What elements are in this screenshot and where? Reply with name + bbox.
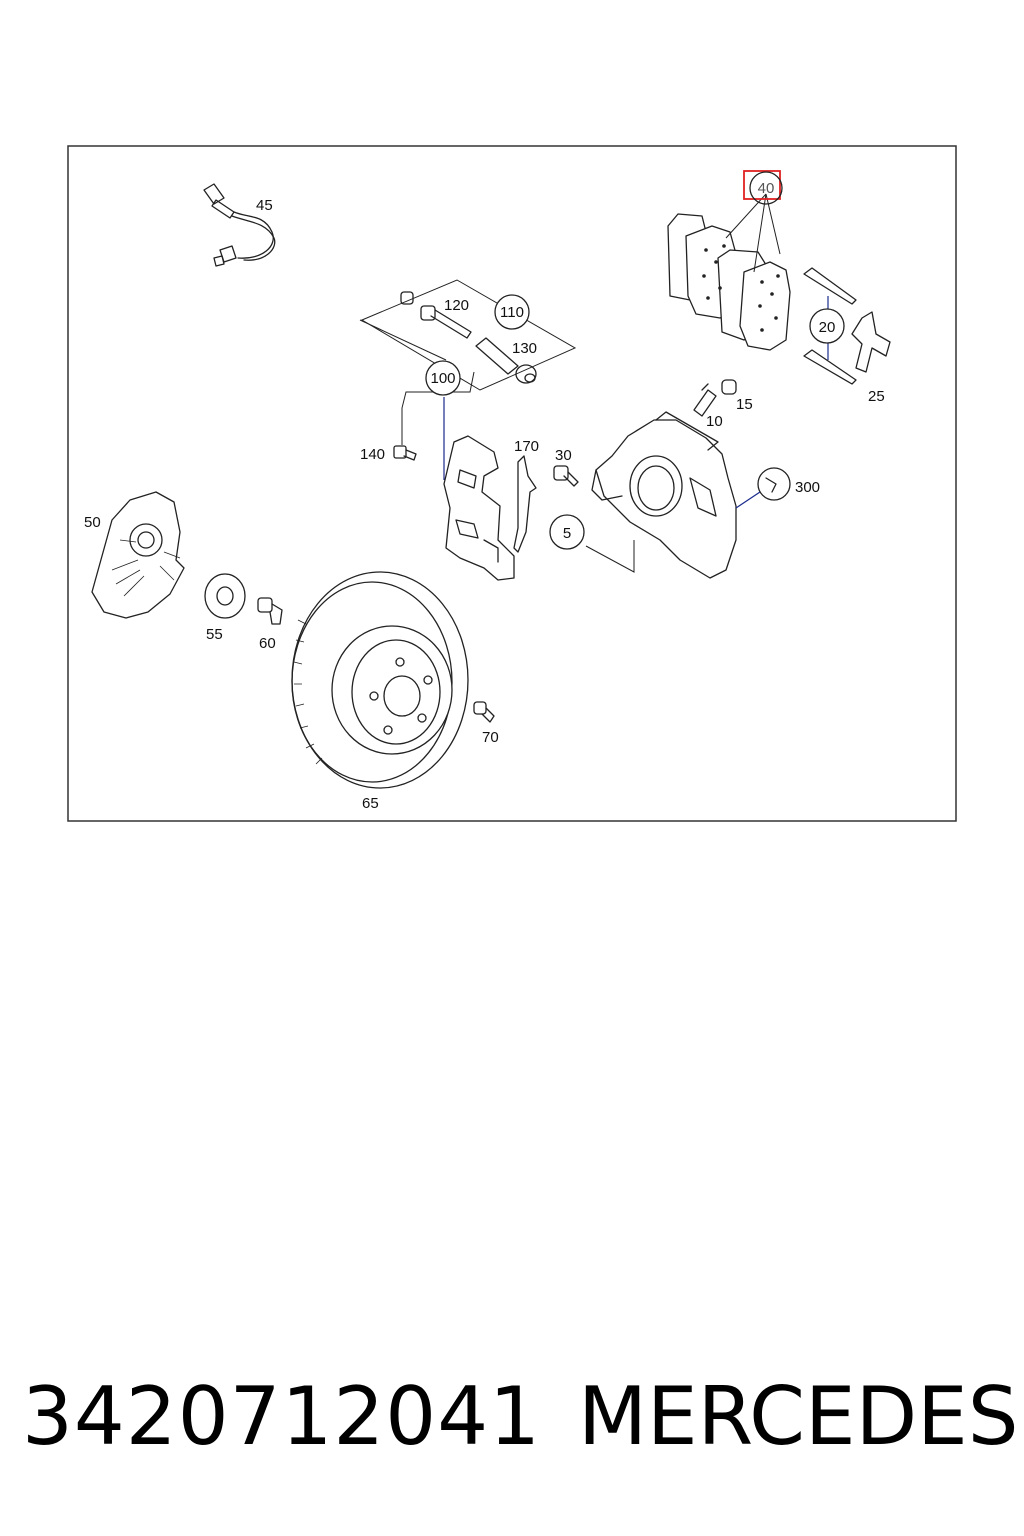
callout-15[interactable]: 15 bbox=[736, 396, 753, 413]
callout-50[interactable]: 50 bbox=[84, 514, 101, 531]
diagram-frame bbox=[67, 145, 957, 822]
part-130-sleeve[interactable] bbox=[475, 337, 537, 384]
highlight-box bbox=[743, 170, 781, 200]
callout-65[interactable]: 65 bbox=[362, 795, 379, 812]
part-300-tool[interactable] bbox=[757, 467, 791, 501]
part-number: 3420712041 bbox=[22, 1370, 541, 1463]
part-10-bleeder[interactable] bbox=[693, 383, 717, 417]
part-60-bolt[interactable] bbox=[257, 597, 283, 625]
part-170-spring[interactable] bbox=[513, 455, 537, 553]
part-50-splash-shield[interactable] bbox=[91, 491, 185, 619]
part-20-pins[interactable] bbox=[803, 267, 857, 385]
part-55-washer[interactable] bbox=[204, 573, 246, 619]
callout-5-circle[interactable] bbox=[549, 514, 585, 550]
callout-25[interactable]: 25 bbox=[868, 388, 885, 405]
callout-170[interactable]: 170 bbox=[514, 438, 539, 455]
callout-140[interactable]: 140 bbox=[360, 446, 385, 463]
part-30-bolt[interactable] bbox=[553, 465, 579, 487]
callout-5[interactable]: 5 bbox=[563, 525, 571, 542]
callout-120[interactable]: 120 bbox=[444, 297, 469, 314]
callout-110-circle[interactable] bbox=[494, 294, 530, 330]
part-25-spring-clip[interactable] bbox=[851, 311, 891, 373]
part-40-brake-pads[interactable] bbox=[667, 213, 791, 351]
callout-100-circle[interactable] bbox=[425, 360, 461, 396]
part-140-bolt[interactable] bbox=[393, 445, 417, 461]
part-70-screw[interactable] bbox=[473, 701, 495, 723]
callout-300[interactable]: 300 bbox=[795, 479, 820, 496]
brand-name: MERCEDES bbox=[578, 1370, 1019, 1463]
part-caliper-bracket[interactable] bbox=[443, 435, 515, 581]
callout-30[interactable]: 30 bbox=[555, 447, 572, 464]
part-65-brake-disc[interactable] bbox=[291, 571, 469, 789]
callout-55[interactable]: 55 bbox=[206, 626, 223, 643]
callout-130[interactable]: 130 bbox=[512, 340, 537, 357]
callout-60[interactable]: 60 bbox=[259, 635, 276, 652]
caption: 3420712041 MERCEDES bbox=[0, 1362, 1024, 1472]
callout-110[interactable]: 110 bbox=[500, 304, 524, 321]
part-120-guide-bolt[interactable] bbox=[400, 291, 472, 339]
callout-40[interactable]: 40 bbox=[758, 180, 775, 197]
callout-100[interactable]: 100 bbox=[430, 370, 455, 387]
callout-20[interactable]: 20 bbox=[819, 319, 836, 336]
callout-45[interactable]: 45 bbox=[256, 197, 273, 214]
callout-10[interactable]: 10 bbox=[706, 413, 723, 430]
part-15-cap[interactable] bbox=[721, 379, 737, 395]
part-45-wear-sensor[interactable] bbox=[203, 183, 276, 267]
part-caliper-housing[interactable] bbox=[591, 411, 737, 579]
callout-20-circle[interactable] bbox=[809, 308, 845, 344]
callout-70[interactable]: 70 bbox=[482, 729, 499, 746]
